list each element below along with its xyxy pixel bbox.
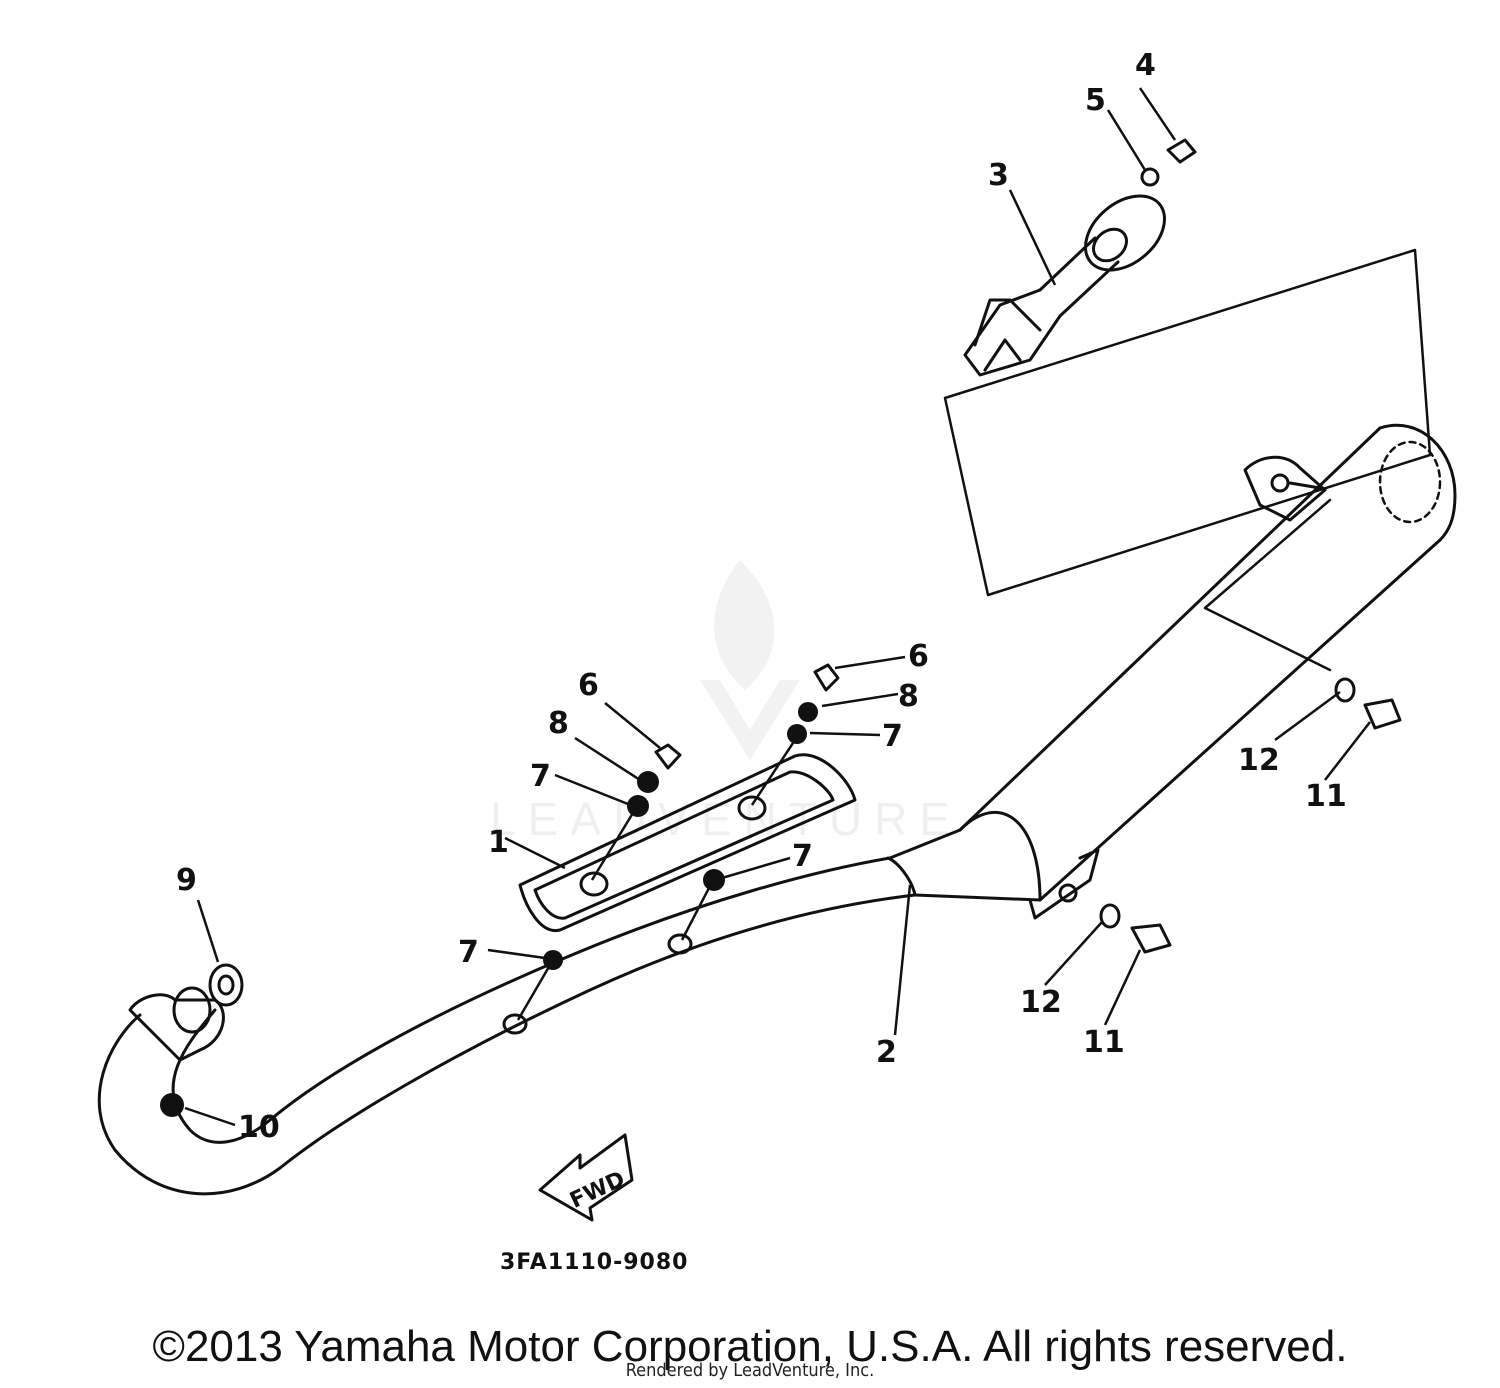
watermark-text: LEADVENTURE	[490, 793, 962, 845]
callout-7-b: 7	[882, 719, 903, 754]
callout-6-right: 6	[908, 639, 929, 674]
baffle-assembly	[963, 194, 1166, 377]
reference-box	[943, 248, 1432, 597]
copyright-notice: ©2013 Yamaha Motor Corporation, U.S.A. A…	[152, 1322, 1348, 1371]
exhaust-pipe	[97, 856, 917, 1196]
callout-7-a: 7	[530, 759, 551, 794]
callout-7-d: 7	[458, 935, 479, 970]
fwd-arrow-icon: FWD	[538, 1133, 634, 1222]
nuts	[160, 702, 818, 1117]
callout-8-right: 8	[898, 679, 919, 714]
watermark: LEADVENTURE	[490, 560, 962, 845]
callouts: 4 5 3 6 8 7 6 8 7 1 7 7 9 10 2 12 11 12 …	[176, 48, 1347, 1145]
callout-7-c: 7	[792, 839, 813, 874]
protector	[518, 753, 857, 932]
callout-6-left: 6	[578, 668, 599, 703]
callout-12-upper: 12	[1238, 743, 1280, 778]
callout-11-lower: 11	[1083, 1025, 1125, 1060]
callout-9: 9	[176, 863, 197, 898]
callout-11-upper: 11	[1305, 779, 1347, 814]
callout-4: 4	[1135, 48, 1156, 83]
callout-5: 5	[1085, 83, 1106, 118]
callout-10: 10	[238, 1110, 280, 1145]
rendered-by: Rendered by LeadVenture, Inc.	[625, 1360, 875, 1381]
leader-lines	[184, 87, 1371, 1127]
callout-1: 1	[488, 825, 509, 860]
callout-3: 3	[988, 158, 1009, 193]
diagram-code: 3FA1110-9080	[500, 1250, 689, 1275]
callout-12-lower: 12	[1020, 985, 1062, 1020]
muffler-body	[886, 423, 1457, 920]
callout-2: 2	[876, 1035, 897, 1070]
fasteners	[208, 138, 1402, 1035]
callout-8-left: 8	[548, 706, 569, 741]
